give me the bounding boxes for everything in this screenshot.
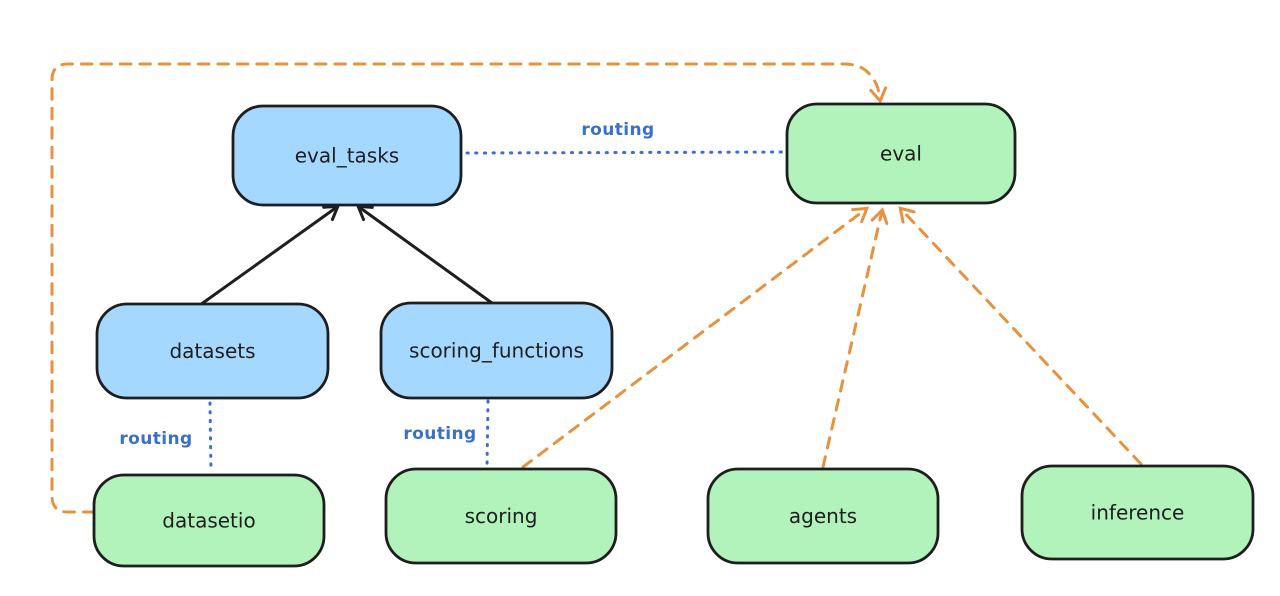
- node-scoring_functions-box: [379, 301, 614, 400]
- node-scoring-label: scoring: [465, 504, 538, 528]
- edge-label-eval_tasks-to-eval: routing: [581, 120, 654, 140]
- edge-scoring_functions-to-eval_tasks: [355, 204, 494, 305]
- nodes-layer: eval_tasks eval datasets scoring_functionsd…: [92, 102, 1255, 568]
- node-datasetio-box: [92, 473, 326, 568]
- edge-scoring_functions-to-scoring: [485, 399, 490, 469]
- node-inference-label: inference: [1091, 501, 1185, 525]
- edge-labels-layer: routing routing routing: [119, 120, 654, 449]
- edge-eval_tasks-to-eval: [465, 150, 791, 155]
- edge-datasetio-to-eval-loop: [50, 62, 888, 514]
- edge-label-datasets-to-datasetio: routing: [119, 429, 192, 449]
- node-eval_tasks-box: [231, 104, 463, 207]
- node-agents: agents: [706, 467, 940, 565]
- edge-agents-to-eval: [821, 207, 889, 469]
- node-eval_tasks: eval_tasks: [231, 104, 463, 207]
- node-inference: inference: [1020, 464, 1255, 561]
- node-agents-label: agents: [789, 504, 857, 528]
- node-datasetio-label: datasetio: [162, 509, 255, 533]
- edge-label-scoring_functions-to-scoring: routing: [403, 424, 476, 444]
- node-inference-box: [1020, 464, 1255, 561]
- node-scoring_functions: scoring_functions: [379, 301, 614, 400]
- node-eval_tasks-label: eval_tasks: [295, 144, 399, 168]
- node-scoring-box: [384, 467, 618, 565]
- edge-datasets-to-eval_tasks: [198, 204, 341, 307]
- edge-scoring-to-eval: [521, 206, 870, 469]
- node-datasets: datasets: [95, 302, 330, 400]
- edge-datasets-to-datasetio: [208, 401, 213, 474]
- edges-layer: [50, 62, 1143, 514]
- node-datasets-label: datasets: [169, 339, 255, 363]
- node-datasetio: datasetio: [92, 473, 326, 568]
- node-scoring: scoring: [384, 467, 618, 565]
- node-agents-box: [706, 467, 940, 565]
- node-eval-label: eval: [880, 142, 922, 166]
- node-eval-box: [785, 102, 1017, 205]
- node-eval: eval: [785, 102, 1017, 205]
- node-scoring_functions-label: scoring_functions: [409, 339, 584, 363]
- node-datasets-box: [95, 302, 330, 400]
- edge-inference-to-eval: [898, 206, 1143, 466]
